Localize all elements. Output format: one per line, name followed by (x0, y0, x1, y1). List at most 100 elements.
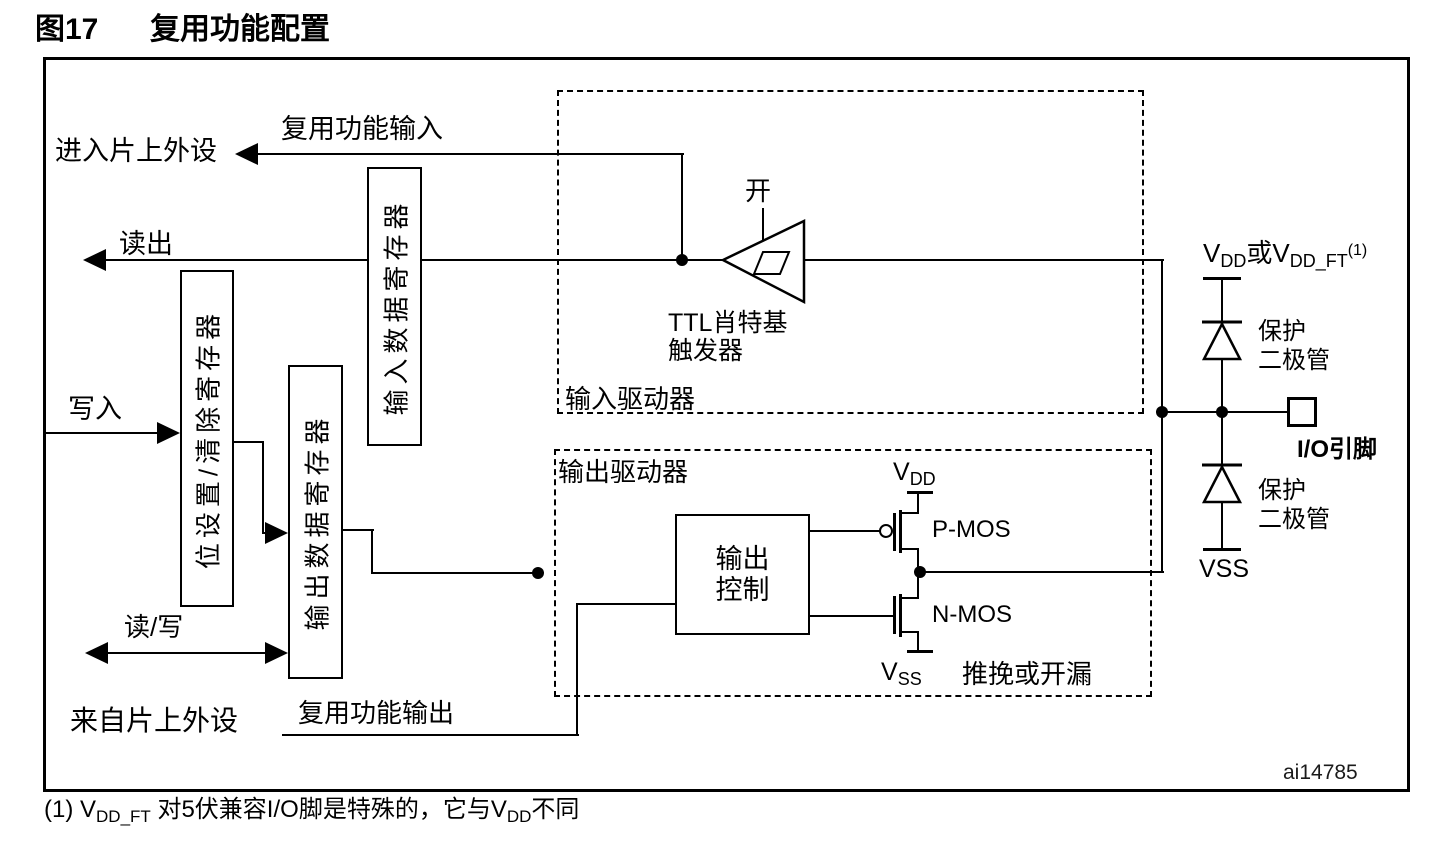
footnote-p1: (1) V (44, 796, 97, 823)
protection-diode-top-symbol (1201, 320, 1243, 361)
footnote-p2: 对5伏兼容I/O脚是特殊的，它与V (150, 796, 507, 823)
pmos-gate-bar (893, 513, 896, 551)
pmos-bubble-icon (879, 524, 893, 538)
hysteresis-icon (752, 251, 791, 275)
wire-odr-to-driver (371, 572, 538, 574)
junction-diode (1216, 406, 1228, 418)
pmos-label: P-MOS (932, 516, 1011, 543)
push-pull-mode-label: 推挽或开漏 (962, 659, 1093, 689)
alt-func-output-label: 复用功能输出 (298, 698, 455, 728)
nmos-vss-label: VSS (881, 658, 922, 689)
nmos-channel-bar (899, 594, 902, 637)
read-write-arrowhead-left (85, 642, 108, 664)
output-control-box: 输出 控制 (675, 514, 810, 635)
alt-input-arrowhead (235, 143, 258, 165)
schmitt-trigger-symbol (720, 219, 806, 305)
wire-odr-stub (343, 529, 374, 531)
output-control-line1: 输出 (715, 543, 770, 574)
schmitt-on-label: 开 (745, 176, 772, 206)
wire-altout-to-control (577, 603, 675, 605)
bitset-odr-arrowhead (265, 522, 288, 544)
vss-sub: SS (897, 669, 922, 689)
pmos-drain-wire (917, 548, 919, 573)
alt-func-input-label: 复用功能输入 (281, 114, 443, 144)
nmos-source-stub (901, 631, 919, 633)
protection-diode-bottom-label: 保护 二极管 (1258, 476, 1330, 534)
nmos-drain-wire (917, 571, 919, 599)
wire-alt-input (256, 153, 684, 155)
footnote-sub2: DD (506, 807, 532, 826)
input-driver-box (557, 90, 1144, 414)
io-pin-pad (1287, 397, 1317, 427)
output-control-line2: 控制 (715, 574, 770, 605)
output-data-register-label: 输出数据寄存器 (302, 413, 332, 631)
figure-title: 复用功能配置 (150, 13, 330, 46)
rail-or: 或 (1246, 238, 1273, 268)
input-data-register-label: 输入数据寄存器 (381, 197, 411, 416)
wire-read-write (106, 652, 268, 654)
diode-top-line2: 二极管 (1258, 347, 1330, 374)
vss-rail-label: VSS (1199, 555, 1250, 583)
pmos-source-wire (917, 493, 919, 514)
read-write-label: 读/写 (124, 612, 184, 642)
protection-diode-top-label: 保护 二极管 (1258, 317, 1330, 375)
schmitt-trigger-label: TTL肖特基 触发器 (668, 309, 787, 365)
wire-vdd-to-diode (1221, 279, 1223, 323)
wire-diode-to-vss (1221, 501, 1223, 551)
wire-schmitt-input (802, 259, 1164, 261)
wire-bitset-stub (233, 441, 264, 443)
nmos-vss-bar (907, 650, 933, 653)
bit-set-reset-register: 位设置/清除寄存器 (180, 270, 234, 607)
nmos-label: N-MOS (932, 601, 1012, 628)
write-arrowhead (157, 422, 180, 444)
vdd-rail-bar (1203, 277, 1241, 280)
protection-diode-bottom-symbol (1201, 463, 1243, 504)
wire-alt-output-rise (576, 603, 578, 736)
wire-nmos-gate (810, 615, 895, 617)
vss-v: V (881, 658, 898, 686)
schmitt-label-line2: 触发器 (668, 337, 744, 365)
footnote: (1) VDD_FT 对5伏兼容I/O脚是特殊的，它与VDD不同 (44, 796, 580, 826)
vdd-v: V (893, 458, 910, 486)
wire-drain (920, 571, 1164, 573)
pmos-source-stub (901, 512, 919, 514)
figure-number: 图17 (35, 13, 99, 46)
junction-pin-column (1156, 406, 1168, 418)
io-pin-io: I/O (1297, 436, 1330, 463)
wire-on-stub (762, 208, 764, 244)
wire-odr-drop (371, 529, 373, 574)
pmos-vdd-bar (907, 491, 933, 494)
to-peripheral-label: 进入片上外设 (55, 136, 217, 166)
schmitt-label-line1: TTL肖特基 (668, 309, 788, 337)
vdd-sub: DD (909, 469, 936, 489)
input-data-register: 输入数据寄存器 (367, 167, 422, 446)
rail-sub1: DD (1220, 251, 1247, 271)
rail-v2: V (1272, 238, 1290, 268)
pmos-drain-stub (901, 548, 919, 550)
rail-sup: (1) (1347, 242, 1368, 259)
vss-rail-bar (1203, 548, 1241, 551)
drawing-id: ai14785 (1283, 761, 1358, 784)
read-arrowhead (83, 249, 106, 271)
read-write-arrowhead-right (265, 642, 288, 664)
diode-bottom-line2: 二极管 (1258, 506, 1330, 533)
diode-bottom-line1: 保护 (1258, 477, 1306, 504)
nmos-drain-stub (901, 597, 919, 599)
output-driver-label: 输出驱动器 (558, 457, 689, 487)
footnote-p3: 不同 (531, 796, 580, 823)
io-pin-text: 引脚 (1329, 436, 1378, 463)
junction-odr-line-end (532, 567, 544, 579)
rail-v1: V (1203, 238, 1221, 268)
diagram-frame (43, 57, 1410, 792)
wire-write (45, 432, 161, 434)
nmos-gate-bar (893, 596, 896, 634)
rail-sub2: DD_FT (1289, 251, 1348, 271)
footnote-sub1: DD_FT (96, 807, 151, 826)
wire-alt-input-drop (681, 153, 683, 262)
nmos-source-wire (917, 631, 919, 652)
wire-bitset-drop (262, 441, 264, 534)
wire-pmos-gate (810, 530, 880, 532)
vdd-rail-label: VDD或VDD_FT(1) (1203, 238, 1368, 271)
junction-drain (914, 566, 926, 578)
